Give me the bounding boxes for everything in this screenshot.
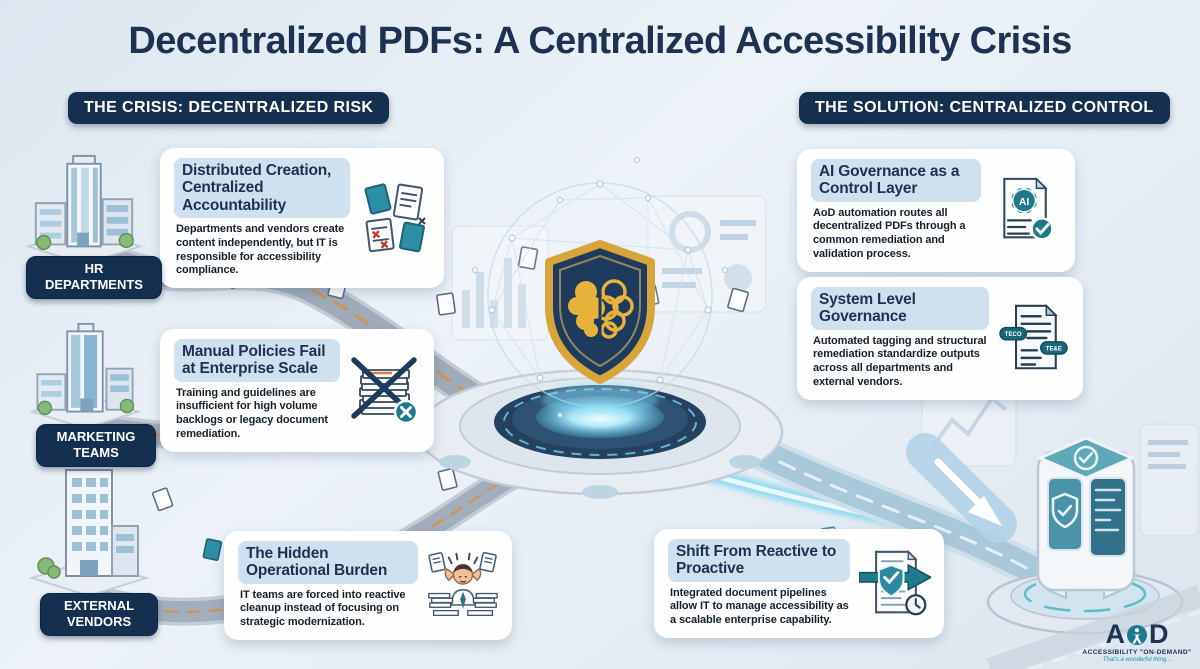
- svg-text:AI: AI: [1019, 197, 1029, 208]
- card-body: Automated tagging and structural remedia…: [813, 334, 987, 388]
- stressed-it-worker-icon: [428, 552, 498, 617]
- hr-building-illustration: [24, 154, 144, 266]
- card-title: AI Governance as a Control Layer: [811, 159, 981, 202]
- card-title: System Level Governance: [811, 287, 989, 330]
- page-title: Decentralized PDFs: A Centralized Access…: [128, 20, 1072, 62]
- scattered-documents-icon: [364, 183, 426, 253]
- card-hidden-burden: The Hidden Operational Burden IT teams a…: [224, 531, 512, 640]
- bottom-road-lines: [986, 585, 1200, 669]
- logo-letter-d: D: [1149, 619, 1169, 649]
- ai-gear: AI: [1011, 188, 1037, 214]
- crisis-section-badge: THE CRISIS: DECENTRALIZED RISK: [68, 92, 390, 124]
- aod-logo: A D ACCESSIBILITY "ON-DEMAND" That's a w…: [1082, 619, 1192, 664]
- card-title: Distributed Creation, Centralized Accoun…: [174, 158, 350, 219]
- brain-glyph: [568, 279, 634, 339]
- background-dashboard-panels: [451, 195, 1199, 537]
- accessibility-icon: [1127, 624, 1147, 645]
- card-ai-governance: AI Governance as a Control Layer AoD aut…: [797, 149, 1075, 272]
- label-external-vendors: EXTERNAL VENDORS: [40, 593, 158, 636]
- vendor-building-illustration: [28, 469, 150, 598]
- card-system-governance: System Level Governance Automated taggin…: [797, 277, 1083, 400]
- label-hr-departments: HR DEPARTMENTS: [26, 256, 162, 299]
- card-body: IT teams are forced into reactive cleanu…: [240, 588, 406, 629]
- solution-section-badge: THE SOLUTION: CENTRALIZED CONTROL: [799, 92, 1170, 124]
- tagged-document-icon: TECO TE&E: [999, 304, 1068, 370]
- flow-arrow: [906, 433, 1017, 543]
- logo-name: ACCESSIBILITY "ON-DEMAND": [1082, 649, 1192, 656]
- card-title: Manual Policies Fail at Enterprise Scale: [174, 339, 340, 382]
- card-distributed-creation: Distributed Creation, Centralized Accoun…: [160, 148, 444, 289]
- svg-text:TECO: TECO: [1005, 332, 1022, 338]
- logo-tagline: That's a wonderful thing...: [1102, 657, 1172, 663]
- shield-brain-icon: [542, 240, 658, 416]
- ai-document-check-icon: AI: [1003, 177, 1054, 241]
- svg-text:TE&E: TE&E: [1046, 347, 1062, 353]
- card-body: Training and guidelines are insufficient…: [176, 386, 328, 440]
- card-shift-proactive: Shift From Reactive to Proactive Integra…: [654, 529, 944, 638]
- card-title: The Hidden Operational Burden: [238, 541, 418, 584]
- crossed-paper-stack-icon: [351, 357, 419, 425]
- label-marketing-teams: MARKETING TEAMS: [36, 424, 156, 467]
- card-title: Shift From Reactive to Proactive: [668, 539, 850, 582]
- tag-chip: TECO: [999, 327, 1028, 341]
- solution-road: [730, 428, 1080, 604]
- card-manual-policies: Manual Policies Fail at Enterprise Scale…: [160, 329, 434, 452]
- card-body: Departments and vendors create content i…: [176, 223, 345, 277]
- card-body: Integrated document pipelines allow IT t…: [670, 586, 849, 627]
- card-body: AoD automation routes all decentralized …: [813, 206, 966, 260]
- logo-letter-a: A: [1105, 619, 1126, 649]
- marketing-building-illustration: [28, 322, 142, 430]
- pipeline-shield-clock-icon: [859, 550, 931, 616]
- tag-chip: TE&E: [1039, 341, 1068, 356]
